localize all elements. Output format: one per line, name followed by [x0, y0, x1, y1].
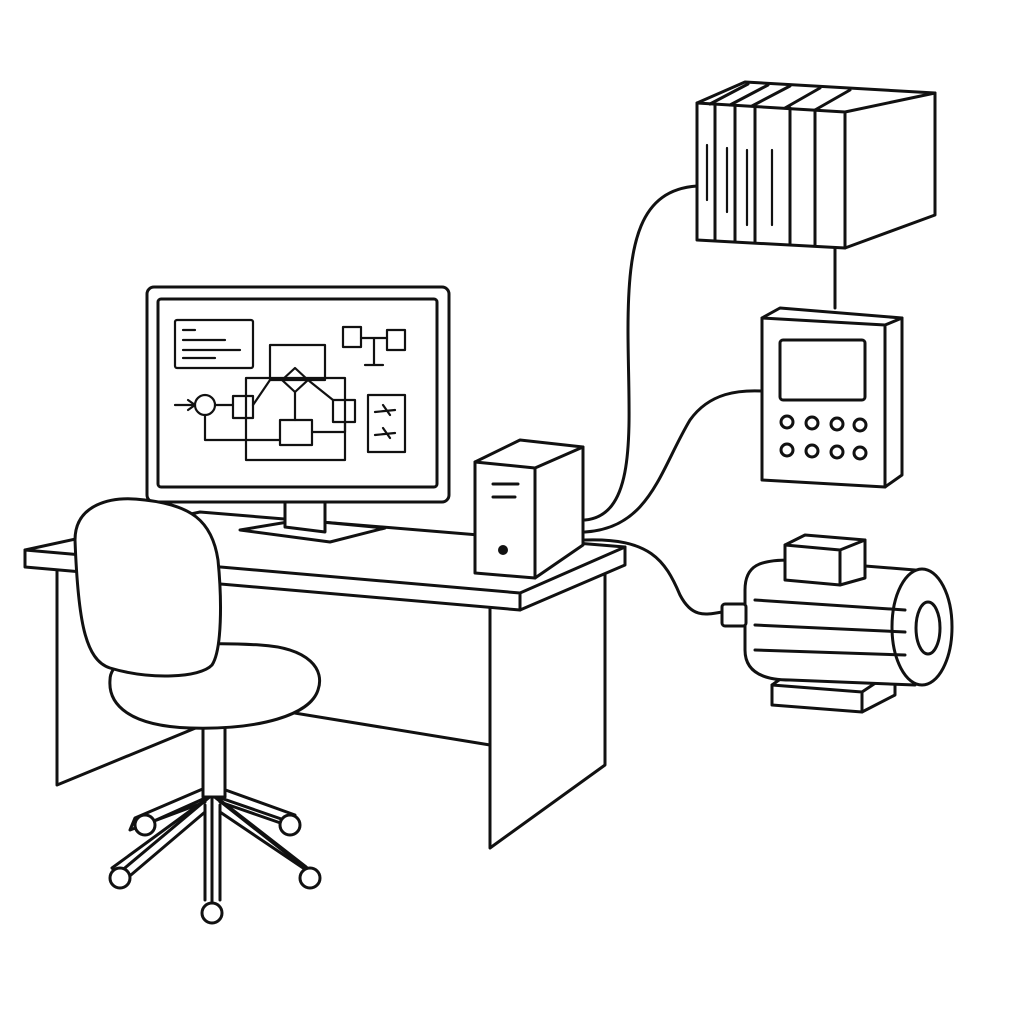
pc-tower	[473, 438, 585, 580]
controller-box	[760, 306, 904, 489]
office-chair	[73, 497, 322, 925]
electric-motor	[720, 533, 954, 714]
plc-rack	[695, 80, 937, 250]
monitor	[145, 285, 451, 544]
controller-screen	[778, 338, 867, 402]
controller-buttons	[779, 414, 868, 461]
screen-diagram	[173, 318, 407, 462]
